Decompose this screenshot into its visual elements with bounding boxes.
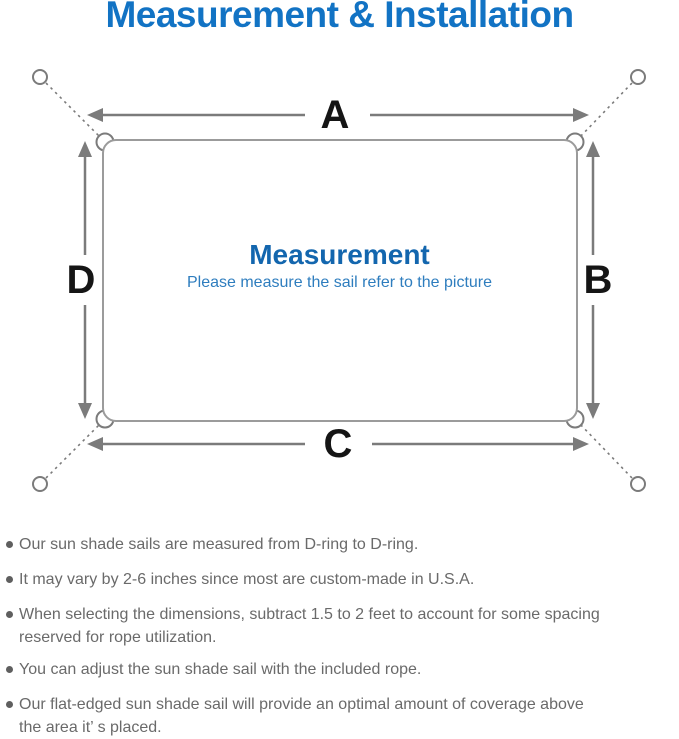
dimension-label-c: C [324,422,353,466]
note-item: Our sun shade sails are measured from D-… [6,533,675,556]
note-item: It may vary by 2-6 inches since most are… [6,568,675,591]
rope-dashed-line-top-left [45,82,102,139]
bullet-icon [6,666,13,673]
anchor-ring-top-right [630,69,646,85]
measurement-subtitle: Please measure the sail refer to the pic… [186,274,493,291]
dimension-arrow-b [586,141,600,419]
bullet-icon [6,576,13,583]
anchor-ring-bottom-left [32,476,48,492]
note-item: Our flat-edged sun shade sail will provi… [6,693,675,739]
note-text: Our sun shade sails are measured from D-… [19,536,419,553]
dimension-label-b: B [584,258,613,302]
page-title: Measurement & Installation [105,0,574,35]
note-text: Our flat-edged sun shade sail will provi… [19,696,584,713]
rope-dashed-line-bottom-left [45,422,102,479]
rope-dashed-line-bottom-right [578,422,633,479]
dimension-arrow-a [87,108,589,122]
dimension-label-d: D [67,258,96,302]
rope-dashed-line-top-right [578,82,633,139]
measurement-heading: Measurement [249,239,430,270]
note-text: When selecting the dimensions, subtract … [19,606,600,623]
sail-diagram-svg: A B C D [32,69,646,492]
anchor-ring-top-left [32,69,48,85]
bullet-icon [6,701,13,708]
note-item: You can adjust the sun shade sail with t… [6,658,675,681]
notes-list: Our sun shade sails are measured from D-… [6,533,675,739]
sail-measurement-diagram: A B C D Measurement Please measure the s… [0,55,679,515]
note-text: It may vary by 2-6 inches since most are… [19,571,475,588]
bullet-icon [6,611,13,618]
sail-outline [102,139,578,422]
bullet-icon [6,541,13,548]
dimension-arrow-d [78,141,92,419]
note-text: reserved for rope utilization. [19,629,217,646]
anchor-ring-bottom-right [630,476,646,492]
dimension-label-a: A [321,93,350,137]
note-text: the area it’ s placed. [19,719,162,736]
note-text: You can adjust the sun shade sail with t… [19,661,422,678]
note-item: When selecting the dimensions, subtract … [6,603,675,649]
dimension-arrow-c [87,437,589,451]
